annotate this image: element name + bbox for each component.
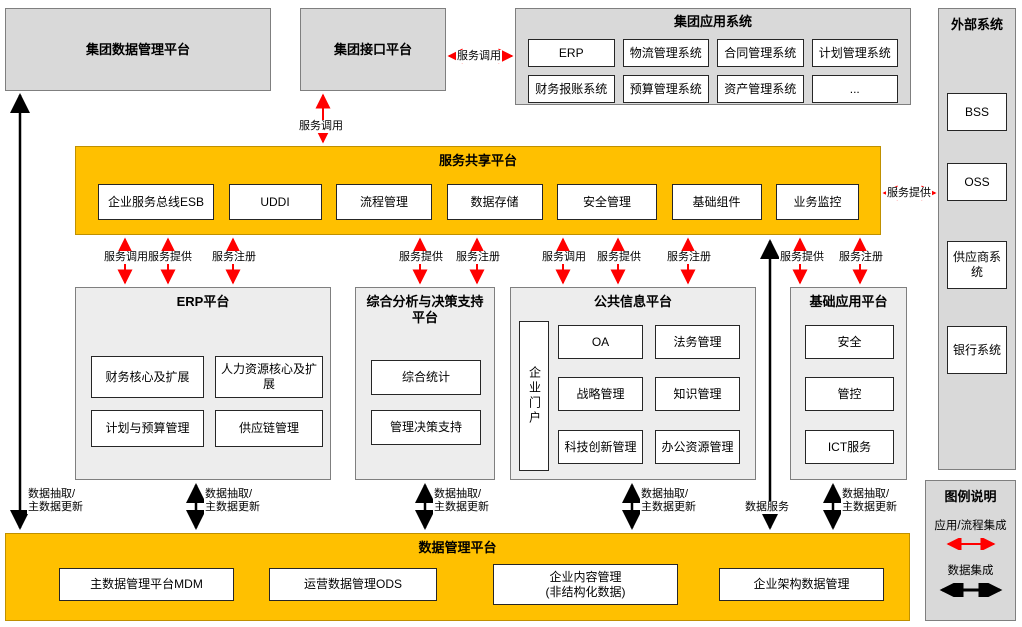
base-component-box: 基础组件 bbox=[671, 184, 762, 220]
hr-core-box: 人力资源核心及扩展 bbox=[215, 356, 323, 398]
control-box: 管控 bbox=[805, 377, 894, 411]
app-system-plan: 计划管理系统 bbox=[811, 39, 898, 67]
external-systems-box: 外部系统 BSS OSS 供应商系统 银行系统 bbox=[938, 8, 1016, 470]
legend-app-integration-label: 应用/流程集成 bbox=[934, 519, 1007, 532]
app-system-erp: ERP bbox=[528, 39, 615, 67]
knowledge-mgmt-box: 知识管理 bbox=[655, 377, 740, 411]
ods-box: 运营数据管理ODS bbox=[269, 568, 437, 601]
arrow-label-data-extract-left: 数据抽取/ 主数据更新 bbox=[27, 488, 84, 515]
external-supplier-box: 供应商系统 bbox=[947, 241, 1007, 289]
finance-core-box: 财务核心及扩展 bbox=[91, 356, 204, 398]
app-system-finance: 财务报账系统 bbox=[528, 75, 615, 103]
legend-content: 图例说明 应用/流程集成 数据集成 bbox=[926, 481, 1015, 597]
group-app-systems-grid: ERP 物流管理系统 合同管理系统 计划管理系统 财务报账系统 预算管理系统 资… bbox=[528, 39, 898, 103]
tech-innovation-box: 科技创新管理 bbox=[558, 430, 643, 464]
arrow-label-data-extract-basicapp: 数据抽取/ 主数据更新 bbox=[841, 488, 898, 515]
legend-title: 图例说明 bbox=[944, 489, 997, 504]
arrow-label-service-call-top: 服务调用 bbox=[456, 50, 502, 64]
arrow-label-publicinfo-provide: 服务提供 bbox=[596, 251, 642, 265]
data-storage-box: 数据存储 bbox=[446, 184, 543, 220]
analysis-platform-title: 综合分析与决策支持平台 bbox=[366, 294, 484, 325]
app-system-contract: 合同管理系统 bbox=[717, 39, 804, 67]
arrow-label-basicapp-provide: 服务提供 bbox=[779, 251, 825, 265]
service-sharing-platform-box: 服务共享平台 企业服务总线ESB UDDI 流程管理 数据存储 安全管理 基础组… bbox=[75, 146, 881, 235]
group-app-systems-title: 集团应用系统 bbox=[673, 14, 752, 29]
group-app-systems-box: 集团应用系统 ERP 物流管理系统 合同管理系统 计划管理系统 财务报账系统 预… bbox=[515, 8, 911, 105]
basic-app-platform-box: 基础应用平台 安全 管控 ICT服务 bbox=[790, 287, 907, 480]
plan-budget-box: 计划与预算管理 bbox=[91, 410, 204, 447]
external-systems-title: 外部系统 bbox=[950, 17, 1003, 32]
esb-box: 企业服务总线ESB bbox=[98, 184, 214, 220]
data-management-platform-title: 数据管理平台 bbox=[418, 540, 497, 555]
arrow-label-erp-call: 服务调用 bbox=[103, 251, 149, 265]
arrow-label-data-extract-publicinfo: 数据抽取/ 主数据更新 bbox=[640, 488, 697, 515]
strategy-mgmt-box: 战略管理 bbox=[558, 377, 643, 411]
external-bss-box: BSS bbox=[947, 93, 1007, 131]
app-system-budget: 预算管理系统 bbox=[622, 75, 709, 103]
legend-red-arrow-icon bbox=[946, 537, 995, 550]
arrow-label-data-service: 数据服务 bbox=[744, 501, 790, 515]
arrow-label-erp-provide: 服务提供 bbox=[147, 251, 193, 265]
legend-box: 图例说明 应用/流程集成 数据集成 bbox=[925, 480, 1016, 621]
arrow-label-service-provide-external: 服务提供 bbox=[886, 187, 932, 201]
public-info-platform-title: 公共信息平台 bbox=[593, 294, 672, 309]
process-mgmt-box: 流程管理 bbox=[336, 184, 432, 220]
data-management-platform-box: 数据管理平台 主数据管理平台MDM 运营数据管理ODS 企业内容管理 (非结构化… bbox=[5, 533, 910, 621]
erp-platform-title: ERP平台 bbox=[176, 294, 230, 309]
supply-chain-box: 供应链管理 bbox=[215, 410, 323, 447]
group-interface-platform-box: 集团接口平台 bbox=[300, 8, 446, 91]
arrow-label-analysis-provide: 服务提供 bbox=[398, 251, 444, 265]
content-mgmt-box: 企业内容管理 (非结构化数据) bbox=[493, 564, 678, 605]
service-sharing-platform-row: 企业服务总线ESB UDDI 流程管理 数据存储 安全管理 基础组件 业务监控 bbox=[98, 184, 859, 220]
enterprise-portal-box: 企业门户 bbox=[519, 321, 549, 471]
office-resource-box: 办公资源管理 bbox=[655, 430, 740, 464]
app-system-asset: 资产管理系统 bbox=[717, 75, 804, 103]
arch-data-box: 企业架构数据管理 bbox=[719, 568, 884, 601]
erp-platform-box: ERP平台 财务核心及扩展 人力资源核心及扩展 计划与预算管理 供应链管理 bbox=[75, 287, 331, 480]
arrow-label-publicinfo-register: 服务注册 bbox=[666, 251, 712, 265]
basic-app-platform-title: 基础应用平台 bbox=[809, 294, 888, 309]
legend-black-arrow-icon bbox=[939, 582, 1002, 597]
biz-monitor-box: 业务监控 bbox=[776, 184, 859, 220]
app-system-logistics: 物流管理系统 bbox=[622, 39, 709, 67]
arrow-label-data-extract-erp: 数据抽取/ 主数据更新 bbox=[204, 488, 261, 515]
security-mgmt-box: 安全管理 bbox=[557, 184, 657, 220]
arrow-label-analysis-register: 服务注册 bbox=[455, 251, 501, 265]
analysis-platform-box: 综合分析与决策支持平台 综合统计 管理决策支持 bbox=[355, 287, 495, 480]
arrow-label-service-call-interface: 服务调用 bbox=[298, 120, 344, 134]
legal-mgmt-box: 法务管理 bbox=[655, 325, 740, 359]
app-system-more: ... bbox=[811, 75, 898, 103]
arrow-label-erp-register: 服务注册 bbox=[211, 251, 257, 265]
service-sharing-platform-title: 服务共享平台 bbox=[438, 153, 517, 168]
group-data-platform-box: 集团数据管理平台 bbox=[5, 8, 271, 91]
external-oss-box: OSS bbox=[947, 163, 1007, 201]
ict-service-box: ICT服务 bbox=[805, 430, 894, 464]
oa-box: OA bbox=[558, 325, 643, 359]
statistics-box: 综合统计 bbox=[371, 360, 481, 395]
security-box: 安全 bbox=[805, 325, 894, 359]
uddi-box: UDDI bbox=[228, 184, 322, 220]
arrow-label-basicapp-register: 服务注册 bbox=[838, 251, 884, 265]
legend-data-integration-label: 数据集成 bbox=[947, 564, 994, 577]
arrow-label-publicinfo-call: 服务调用 bbox=[541, 251, 587, 265]
external-bank-box: 银行系统 bbox=[947, 326, 1007, 374]
public-info-platform-box: 公共信息平台 企业门户 OA 法务管理 战略管理 知识管理 科技创新管理 办公资… bbox=[510, 287, 756, 480]
decision-support-box: 管理决策支持 bbox=[371, 410, 481, 445]
mdm-box: 主数据管理平台MDM bbox=[59, 568, 234, 601]
arrow-label-data-extract-analysis: 数据抽取/ 主数据更新 bbox=[433, 488, 490, 515]
